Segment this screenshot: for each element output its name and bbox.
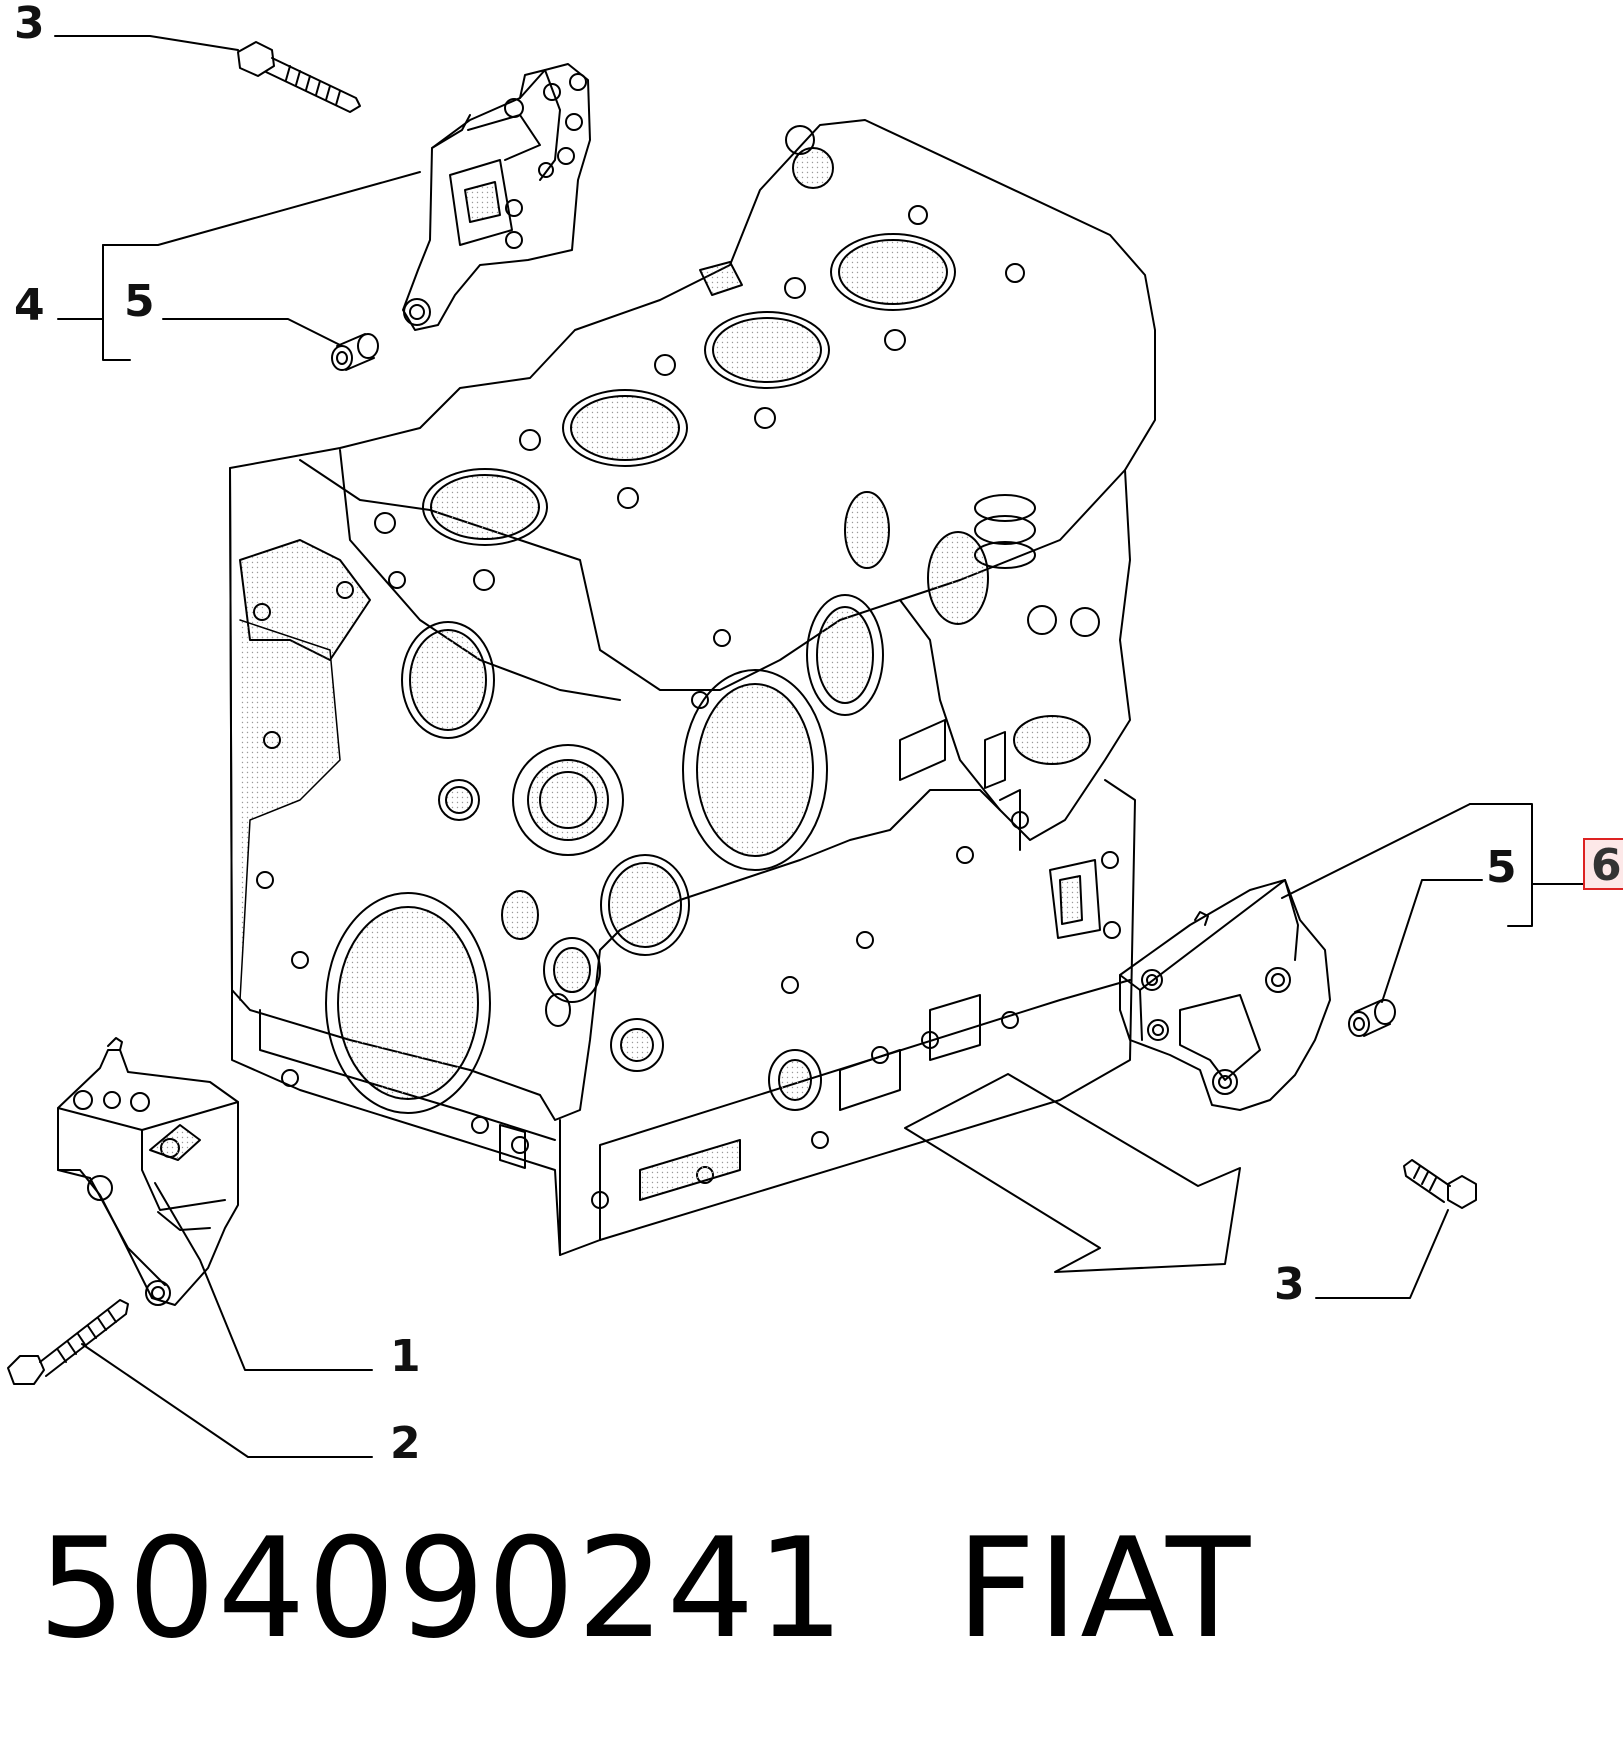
engine-block xyxy=(229,119,1156,1256)
callout-2-long-bolt: 2 xyxy=(390,1418,421,1469)
lower-left-engine-mount xyxy=(57,1037,239,1306)
callout-5-left-bushing: 5 xyxy=(124,276,155,327)
part-number: 504090241 xyxy=(38,1508,847,1669)
callout-5-right-bushing: 5 xyxy=(1486,842,1517,893)
right-short-bolt xyxy=(1403,1159,1477,1209)
callout-4-bracket-assembly: 4 xyxy=(14,280,45,331)
brand-name: FIAT xyxy=(956,1508,1253,1669)
callout-6-highlight: 6 xyxy=(1583,838,1623,890)
top-engine-bracket xyxy=(402,63,591,331)
callout-3-top-bolt: 3 xyxy=(14,0,45,49)
front-direction-arrow xyxy=(904,1073,1241,1273)
leader-lines xyxy=(54,35,1584,1458)
callout-1-engine-mount: 1 xyxy=(390,1331,421,1382)
right-spacer-bushing xyxy=(1348,999,1396,1037)
long-mounting-bolt xyxy=(7,1299,129,1385)
engine-block-lower-rail xyxy=(231,779,1136,1256)
right-engine-bracket xyxy=(1119,879,1331,1111)
callout-6-label: 6 xyxy=(1591,840,1622,891)
left-spacer-bushing xyxy=(331,333,379,371)
callout-3-right-bolt: 3 xyxy=(1274,1259,1305,1310)
top-mounting-bolt xyxy=(237,41,361,113)
